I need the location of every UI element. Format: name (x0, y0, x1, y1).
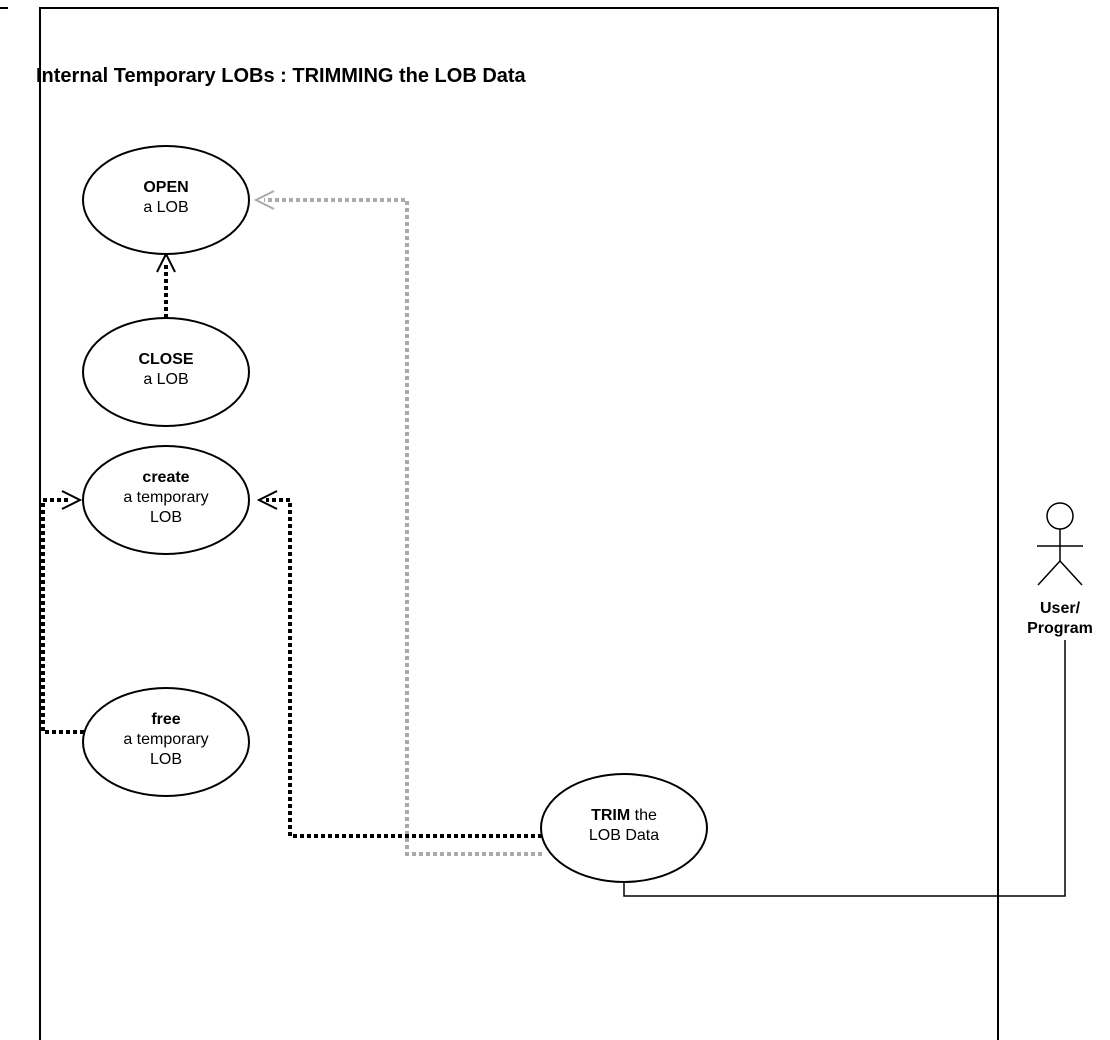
actor-label-line1: User/ (1040, 600, 1081, 617)
use-case-close-object: a LOB (143, 371, 188, 388)
use-case-create-line2: a temporary (123, 489, 208, 506)
use-case-close-verb: CLOSE (138, 351, 193, 368)
association-actor-trim (623, 640, 1066, 897)
use-case-open-verb: OPEN (143, 179, 188, 196)
dependency-trim-to-create (256, 490, 542, 838)
dependency-close-to-open (156, 251, 176, 318)
actor-label-line2: Program (1027, 620, 1093, 637)
use-case-trim-object: LOB Data (589, 827, 659, 844)
use-case-free-line2: a temporary (123, 731, 208, 748)
use-case-free-verb: free (151, 711, 180, 728)
diagram-title: Internal Temporary LOBs : TRIMMING the L… (36, 65, 527, 87)
use-case-trim[interactable]: TRIM the LOB Data (540, 773, 708, 883)
use-case-free-line3: LOB (150, 751, 182, 768)
use-case-trim-line1: TRIM the (591, 807, 657, 824)
dependency-trim-to-open (253, 190, 542, 856)
use-case-close[interactable]: CLOSE a LOB (82, 317, 250, 427)
dependency-free-to-create (41, 490, 84, 734)
use-case-free[interactable]: free a temporary LOB (82, 687, 250, 797)
use-case-open[interactable]: OPEN a LOB (82, 145, 250, 255)
actor-user-program[interactable]: User/ Program (1027, 502, 1093, 637)
use-case-create-verb: create (142, 469, 189, 486)
system-boundary (0, 7, 999, 1040)
stick-figure-icon (1037, 502, 1083, 586)
use-case-trim-article: the (630, 807, 657, 824)
use-case-create-line3: LOB (150, 509, 182, 526)
use-case-create[interactable]: create a temporary LOB (82, 445, 250, 555)
use-case-trim-verb: TRIM (591, 807, 630, 824)
use-case-open-object: a LOB (143, 199, 188, 216)
